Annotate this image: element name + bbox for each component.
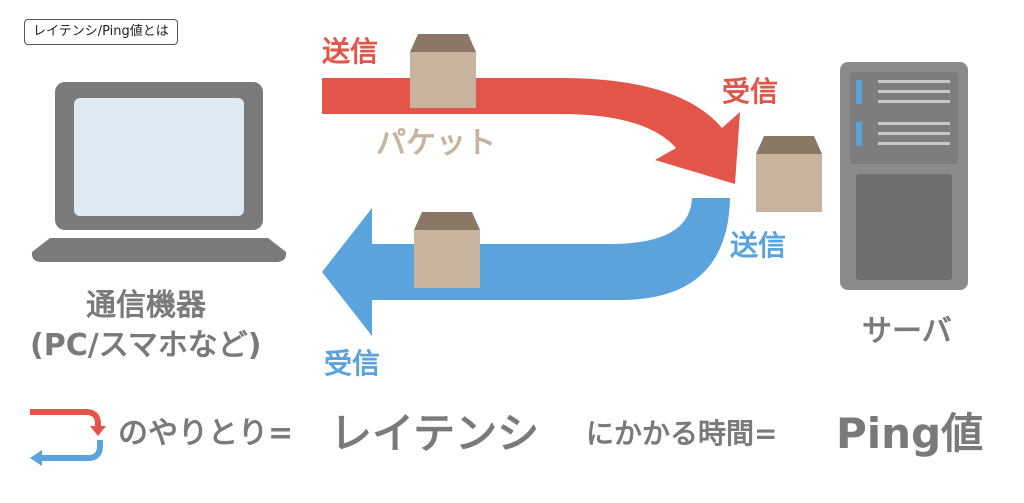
laptop-icon [31, 82, 287, 262]
summary-time-text: にかかる時間= [586, 417, 778, 450]
receive-label-bottom: 受信 [324, 347, 381, 380]
summary-ping: Ping値 [836, 409, 984, 458]
summary-exchange-text: のやりとり= [118, 416, 294, 451]
receive-label-top: 受信 [722, 75, 779, 108]
device-sublabel: (PC/スマホなど) [30, 328, 262, 363]
device-label: 通信機器 [86, 288, 206, 323]
server-label: サーバ [862, 314, 952, 349]
send-label-top: 送信 [322, 35, 379, 68]
server-icon [840, 62, 968, 290]
packet-label: パケット [376, 126, 496, 161]
send-label-bottom: 送信 [730, 229, 787, 262]
exchange-arrows-icon [30, 409, 106, 466]
return-arrow-blue [322, 198, 730, 336]
packet-box-icon [410, 34, 476, 108]
summary-latency: レイテンシ [330, 409, 540, 458]
packet-box-icon [414, 212, 480, 288]
packet-box-icon [756, 136, 822, 212]
topic-tag: レイテンシ/Ping値とは [24, 19, 178, 45]
